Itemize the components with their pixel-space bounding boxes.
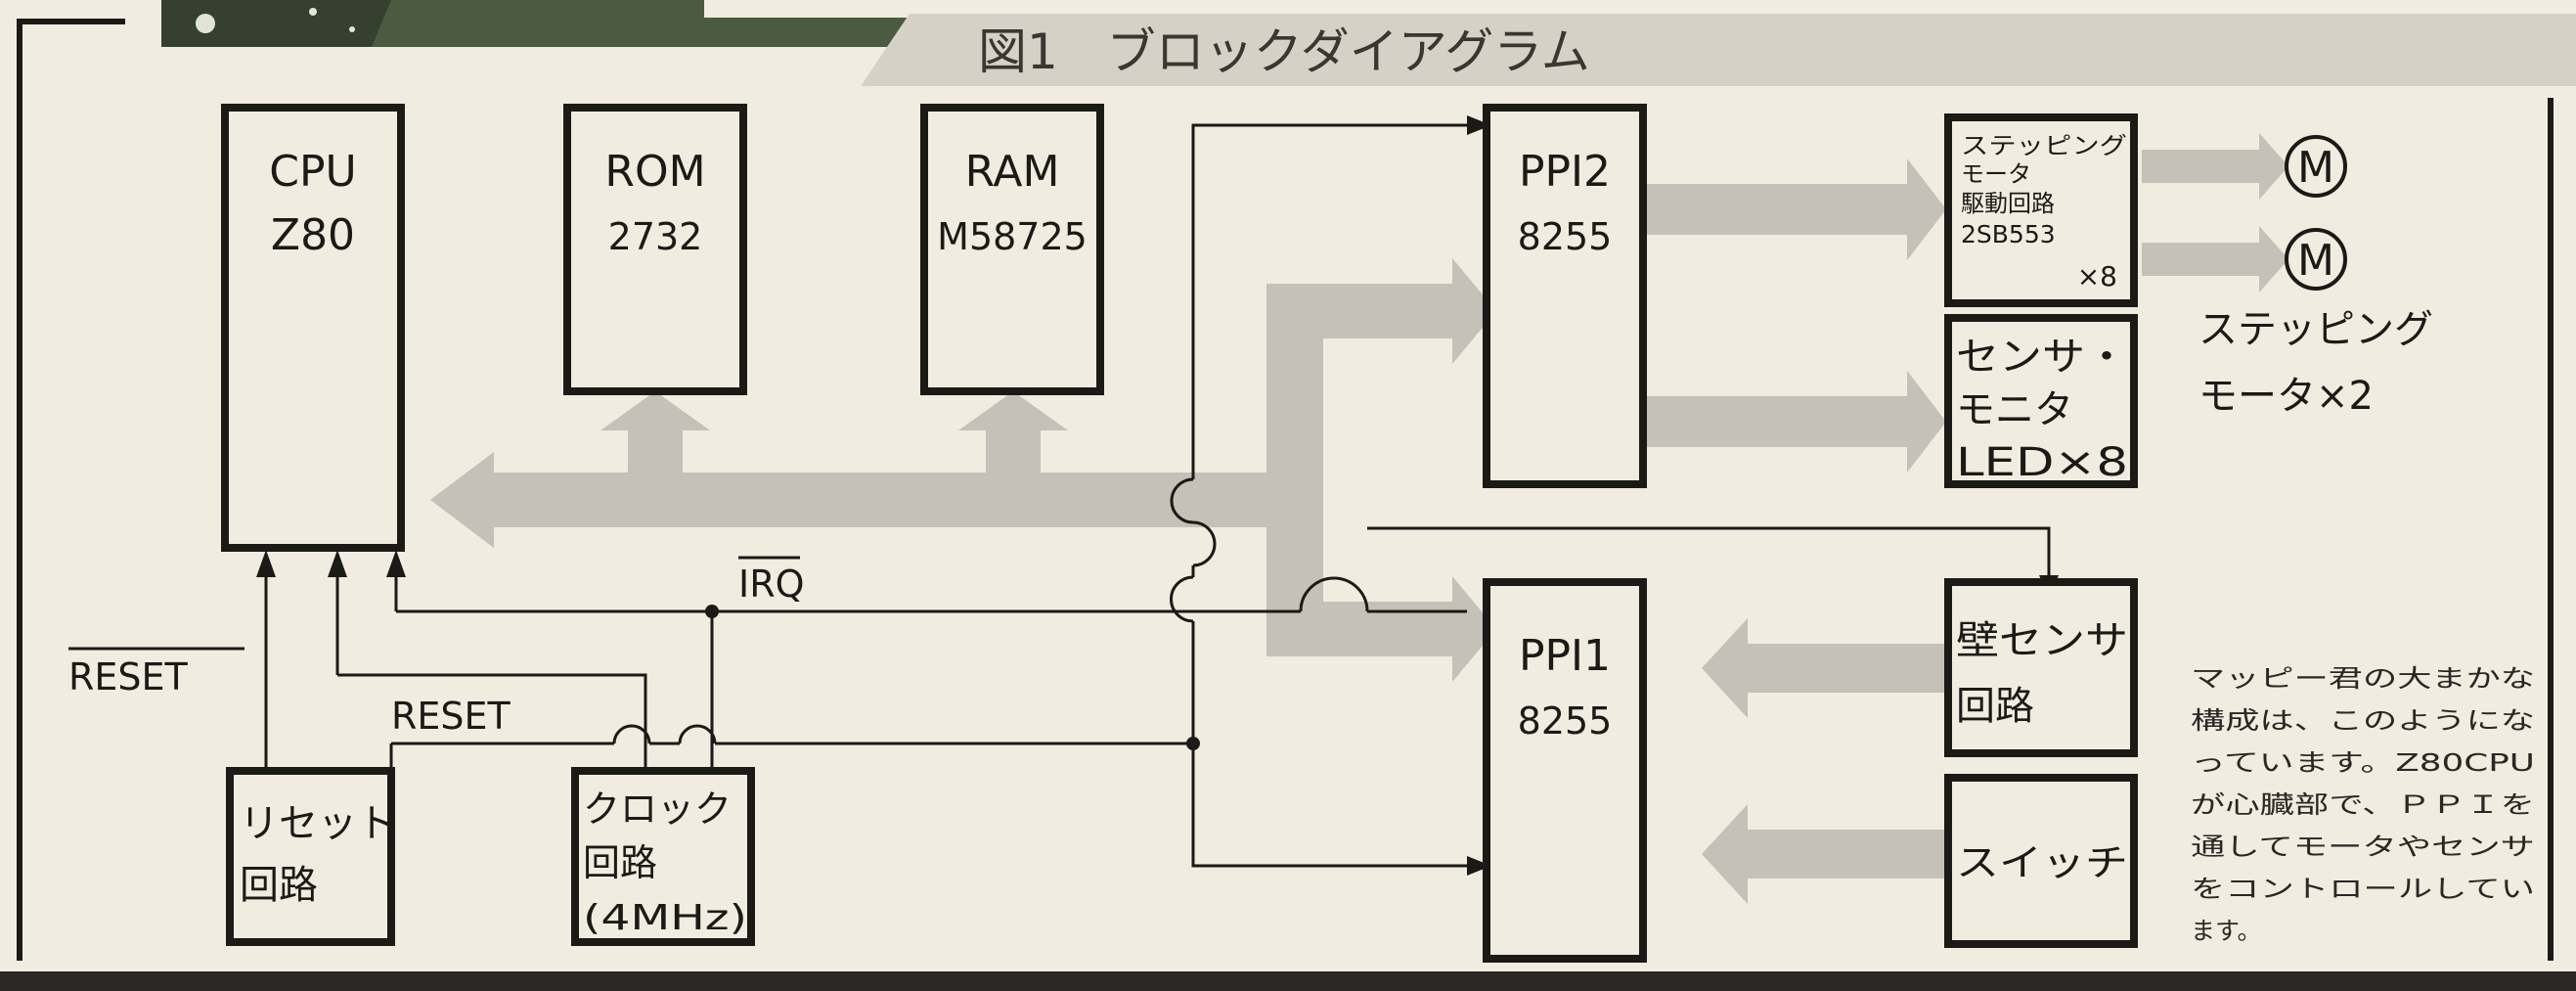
ram-label: RAM xyxy=(965,147,1060,197)
motor-driver-line-1: ステッピング xyxy=(1961,132,2127,159)
bus-up-arrows xyxy=(600,391,1068,474)
wall-sensor-line-2: 回路 xyxy=(1956,684,2034,729)
motor-2-letter: M xyxy=(2297,236,2334,286)
motor-1-letter: M xyxy=(2297,143,2334,193)
reset-bar-label: RESET xyxy=(68,655,189,698)
clock-circuit-line-1: クロック xyxy=(583,788,732,831)
ppi1-model: 8255 xyxy=(1518,699,1613,743)
motor-label-line-1: ステッピング xyxy=(2198,307,2433,352)
caption-line-5: 通してモータやセンサ xyxy=(2191,833,2535,861)
bottom-rule xyxy=(0,971,2576,991)
caption-line-3: っています。Z80CPU xyxy=(2191,748,2535,777)
irq-label: IRQ xyxy=(738,563,805,606)
reset-label: RESET xyxy=(391,695,511,738)
sensor-monitor-line-1: センサ・ xyxy=(1956,335,2128,380)
reset-circuit-box xyxy=(230,771,391,942)
ppi1-label: PPI1 xyxy=(1519,631,1611,681)
ppi2-model: 8255 xyxy=(1518,215,1613,258)
rom-model: 2732 xyxy=(608,215,703,258)
caption-line-1: マッピー君の大まかな xyxy=(2191,664,2535,693)
clock-circuit-line-2: 回路 xyxy=(583,841,657,884)
cpu-label: CPU xyxy=(269,147,356,197)
rom-label: ROM xyxy=(604,147,705,197)
caption-line-4: が心臓部で、ＰＰＩを xyxy=(2191,790,2535,819)
motor-driver-line-4: 2SB553 xyxy=(1961,220,2056,248)
motor-driver-line-5: ×8 xyxy=(2077,260,2117,293)
motor-driver-line-3: 駆動回路 xyxy=(1961,190,2055,217)
sensor-monitor-line-3: LED×8 xyxy=(1956,440,2128,485)
figure-title: 図1 ブロックダイアグラム xyxy=(978,23,1590,80)
sensor-monitor-line-2: モニタ xyxy=(1956,387,2073,432)
clock-circuit-line-3: (4MHz) xyxy=(583,898,747,938)
motor-driver-line-2: モータ xyxy=(1961,160,2031,188)
ppi2-label: PPI2 xyxy=(1519,147,1611,197)
caption-line-6: をコントロールしてい xyxy=(2191,875,2535,903)
reset-circuit-line-2: 回路 xyxy=(240,863,318,908)
ram-model: M58725 xyxy=(937,215,1088,258)
wall-sensor-line-1: 壁センサ xyxy=(1956,618,2128,663)
motor-label-line-2: モータ×2 xyxy=(2198,374,2374,419)
reset-circuit-line-1: リセット xyxy=(240,801,396,846)
caption-line-7: ます。 xyxy=(2191,917,2262,945)
cpu-model: Z80 xyxy=(271,210,355,260)
caption-line-2: 構成は、このようにな xyxy=(2191,706,2535,735)
photo-strip xyxy=(161,0,958,47)
figure-caption: マッピー君の大まかな 構成は、このようにな っています。Z80CPU が心臓部で… xyxy=(2191,664,2535,945)
switch-label: スイッチ xyxy=(1956,841,2128,884)
